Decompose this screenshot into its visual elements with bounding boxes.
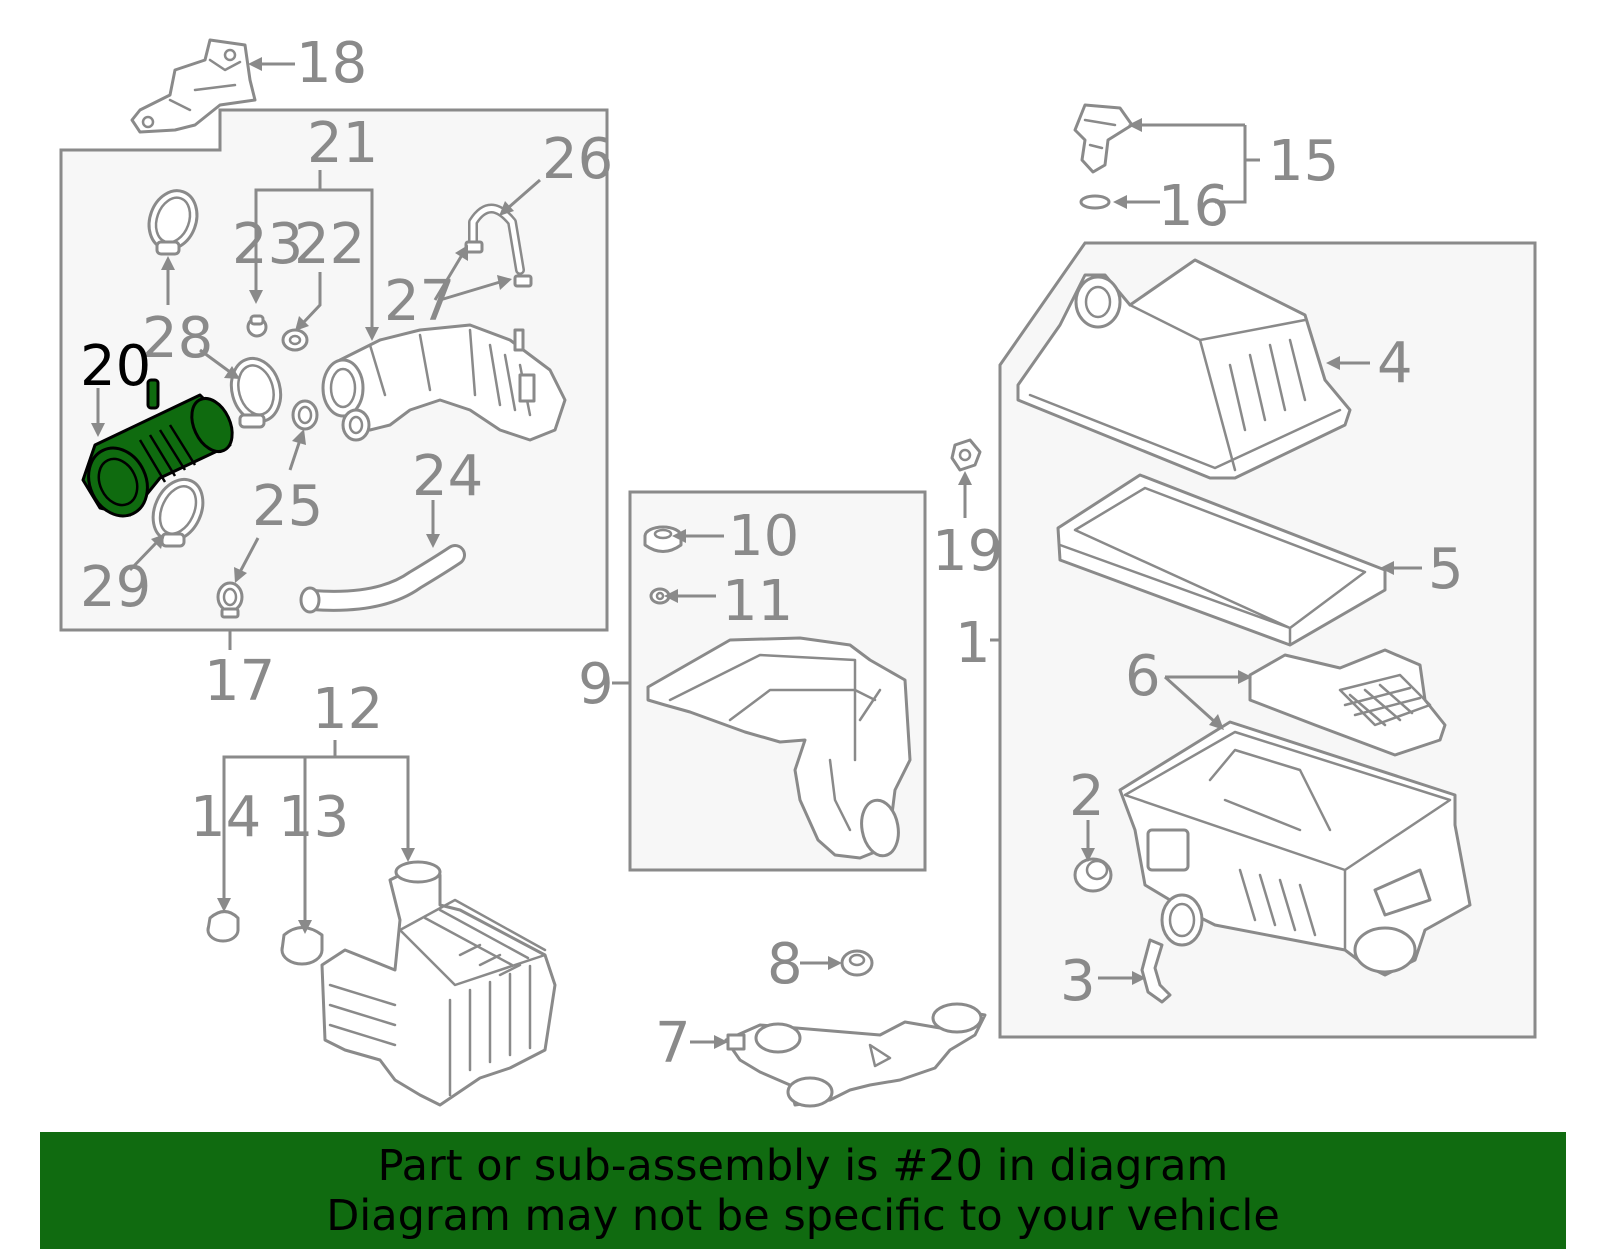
- callout-6: 6: [1125, 644, 1161, 709]
- part-5-filter: [1056, 473, 1387, 647]
- part-13-grommet: [280, 926, 324, 966]
- callout-27: 27: [384, 269, 455, 334]
- callout-21: 21: [307, 111, 378, 176]
- part-9-air-duct: [646, 636, 912, 860]
- callout-8: 8: [767, 932, 803, 997]
- callout-22: 22: [294, 212, 365, 277]
- part-22-grommet: [281, 328, 309, 352]
- part-4-upper-housing: [1016, 258, 1352, 480]
- callout-14: 14: [190, 785, 261, 850]
- part-6-lower-housing: [1118, 720, 1472, 977]
- callout-19: 19: [932, 519, 1003, 584]
- part-15-sensor: [1073, 103, 1134, 174]
- part-10-grommet: [643, 525, 683, 553]
- part-20-air-hose: [81, 378, 234, 518]
- callout-11: 11: [722, 569, 793, 634]
- callout-23: 23: [232, 212, 303, 277]
- callout-5: 5: [1428, 537, 1464, 602]
- callout-28: 28: [142, 306, 213, 371]
- callout-29: 29: [80, 555, 151, 620]
- part-18-bracket: [130, 38, 257, 134]
- part-12-resonator-box: [320, 860, 557, 1107]
- callout-4: 4: [1377, 331, 1413, 396]
- part-25-clamp-lower: [216, 581, 244, 619]
- callout-10: 10: [728, 504, 799, 569]
- part-19-nut: [950, 438, 982, 472]
- callout-13: 13: [278, 785, 349, 850]
- callout-17: 17: [204, 649, 275, 714]
- callout-1: 1: [955, 611, 991, 676]
- info-banner: Part or sub-assembly is #20 in diagram D…: [40, 1132, 1566, 1249]
- part-6-resonator: [1248, 648, 1447, 757]
- callout-labels: 18 21 26 23 22 27 28 20 24 25 29 17 15 1…: [80, 31, 1464, 1076]
- part-16-o-ring: [1079, 194, 1111, 210]
- part-23-fitting: [246, 314, 268, 338]
- part-28-clamp-lower: [229, 356, 283, 429]
- banner-line-1: Part or sub-assembly is #20 in diagram: [377, 1140, 1229, 1191]
- callout-3: 3: [1060, 949, 1096, 1014]
- callout-12: 12: [312, 677, 383, 742]
- part-28-clamp: [147, 189, 199, 256]
- callout-2: 2: [1069, 764, 1105, 829]
- part-29-clamp: [151, 477, 205, 548]
- callout-16: 16: [1158, 174, 1229, 239]
- callout-20: 20: [80, 334, 151, 399]
- part-2-grommet: [1073, 857, 1113, 893]
- callout-25: 25: [252, 474, 323, 539]
- part-21-intake-duct: [321, 323, 567, 442]
- part-14-grommet: [206, 910, 240, 943]
- callout-9: 9: [578, 652, 614, 717]
- part-25-clamp: [291, 399, 319, 431]
- callout-18: 18: [296, 31, 367, 96]
- callout-15: 15: [1268, 129, 1339, 194]
- callout-26: 26: [542, 127, 613, 192]
- part-8-plug: [840, 949, 874, 977]
- callout-24: 24: [412, 444, 483, 509]
- part-7-bracket: [724, 1002, 987, 1108]
- part-24-hose: [299, 544, 466, 614]
- callout-7: 7: [655, 1011, 691, 1076]
- banner-line-2: Diagram may not be specific to your vehi…: [326, 1190, 1280, 1241]
- leader-lines: [91, 57, 1422, 1049]
